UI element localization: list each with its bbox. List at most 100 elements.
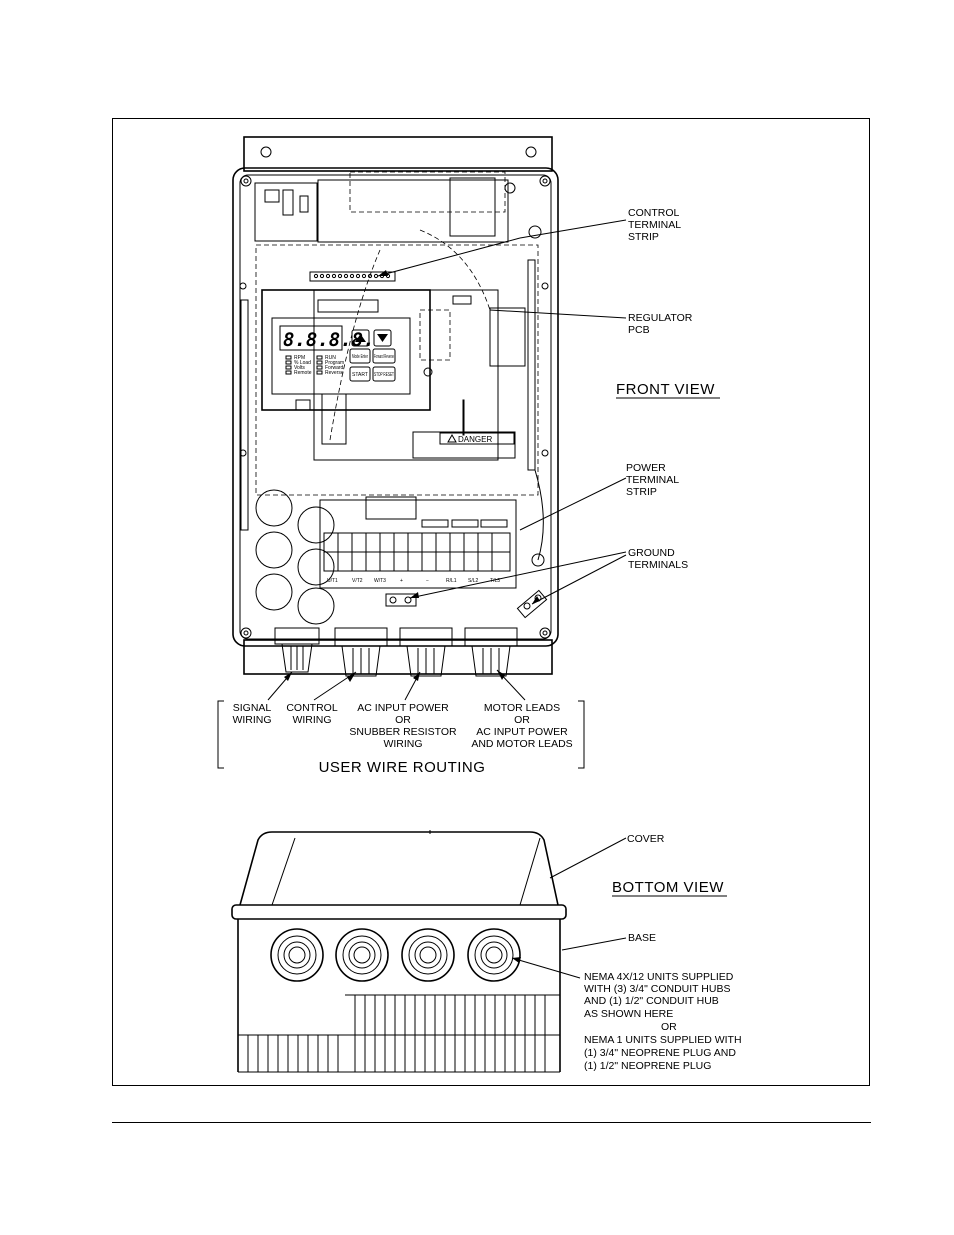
top-component-block [317, 179, 509, 243]
power-terminal-strip-callout: POWER TERMINAL STRIP [626, 462, 679, 498]
svg-text:GROUND: GROUND [628, 547, 675, 559]
arrow-icon [413, 672, 420, 681]
led-label: Program [325, 360, 344, 366]
led-label: RPM [294, 355, 305, 361]
routing-label: MOTOR LEADS [484, 702, 560, 714]
enclosure-inner-outline [239, 174, 552, 640]
led-label: Remote [294, 370, 312, 376]
callout-leaders [267, 219, 627, 701]
routing-label: SNUBBER RESISTOR [349, 726, 457, 738]
wire-routing-title: USER WIRE ROUTING [319, 759, 486, 776]
routing-label: WIRING [383, 738, 422, 750]
footer-rule [112, 1122, 871, 1123]
arrow-icon [512, 957, 521, 963]
arrow-icon [497, 670, 505, 680]
led-indicators-right: RUN Program Forward Reverse [316, 355, 344, 376]
enclosure-outline [232, 167, 559, 647]
keypad: 8.8.8.8. RPM % Load Volts Remote RUN Pro… [261, 289, 431, 445]
arrow-icon [532, 596, 540, 604]
svg-text:AS SHOWN HERE: AS SHOWN HERE [584, 1008, 673, 1020]
keypad-display [279, 325, 343, 351]
terminal-label: + [400, 578, 403, 584]
svg-text:WITH (3) 3/4" CONDUIT HUBS: WITH (3) 3/4" CONDUIT HUBS [584, 983, 730, 995]
mode-enter-key [349, 348, 371, 364]
svg-text:CONTROL: CONTROL [628, 207, 679, 219]
terminal-label: V/T2 [352, 578, 363, 584]
arrow-icon [347, 672, 356, 682]
bottom-view-title: BOTTOM VIEW [612, 879, 724, 896]
svg-text:PCB: PCB [628, 324, 650, 336]
terminal-labels: U/T1 V/T2 W/T3 + − R/L1 S/L2 T/L3 [327, 578, 500, 584]
routing-label: AC INPUT POWER [357, 702, 449, 714]
led-indicators-left: RPM % Load Volts Remote [285, 355, 312, 376]
ground-terminal [385, 593, 417, 607]
control-terminal-strip-callout: CONTROL TERMINAL STRIP [628, 207, 681, 243]
conduit-hub-ac-input [399, 627, 453, 677]
up-arrow-icon [355, 334, 366, 342]
stop-reset-key [372, 366, 396, 382]
corner-screw-icon [240, 175, 551, 639]
svg-text:OR: OR [661, 1021, 677, 1033]
mounting-hole-icon [525, 146, 537, 158]
ground-terminals-callout: GROUND TERMINALS [628, 547, 688, 571]
routing-label: SIGNAL [233, 702, 272, 714]
svg-text:TERMINAL: TERMINAL [626, 474, 679, 486]
right-bracket [578, 700, 585, 769]
svg-text:STRIP: STRIP [628, 231, 659, 243]
power-board [319, 499, 517, 589]
routing-label: WIRING [232, 714, 271, 726]
front-view-title: FRONT VIEW [616, 381, 715, 398]
danger-label-plate [412, 431, 516, 459]
bottom-view [231, 830, 627, 1073]
power-terminal-cells [324, 533, 510, 571]
routing-label: OR [514, 714, 530, 726]
svg-text:POWER: POWER [626, 462, 666, 474]
bottom-conduit-hub-icon [335, 928, 389, 982]
arrow-icon [284, 672, 292, 681]
bottom-conduit-hub-icon [401, 928, 455, 982]
forward-reverse-key [372, 348, 396, 364]
led-label: Reverse [325, 370, 344, 376]
cover-outline [239, 831, 559, 906]
top-mounting-flange [243, 136, 553, 172]
bottom-conduit-hub-icon [270, 928, 324, 982]
up-arrow-key [351, 329, 370, 347]
svg-text:(1) 3/4" NEOPRENE PLUG AND: (1) 3/4" NEOPRENE PLUG AND [584, 1047, 736, 1059]
arrow-icon [378, 270, 388, 276]
led-label: % Load [294, 360, 311, 366]
svg-text:STRIP: STRIP [626, 486, 657, 498]
control-terminal-strip [309, 271, 396, 282]
svg-text:TERMINALS: TERMINALS [628, 559, 688, 571]
mounting-hole-icon [260, 146, 272, 158]
danger-label: DANGER [458, 435, 492, 444]
routing-label: CONTROL [286, 702, 337, 714]
svg-text:REGULATOR: REGULATOR [628, 312, 693, 324]
control-terminal-pins [313, 273, 391, 279]
terminal-label: W/T3 [374, 578, 386, 584]
bottom-conduit-hub-icon [467, 928, 521, 982]
terminal-label: S/L2 [468, 578, 479, 584]
svg-text:NEMA 1 UNITS SUPPLIED WITH: NEMA 1 UNITS SUPPLIED WITH [584, 1034, 742, 1046]
terminal-label: U/T1 [327, 578, 338, 584]
svg-text:(1) 1/2" NEOPRENE PLUG: (1) 1/2" NEOPRENE PLUG [584, 1060, 711, 1072]
start-key [349, 366, 371, 382]
down-arrow-icon [377, 334, 388, 342]
svg-text:TERMINAL: TERMINAL [628, 219, 681, 231]
regulator-pcb-outline [255, 244, 539, 496]
cover-label: COVER [627, 833, 665, 845]
svg-text:NEMA 4X/12 UNITS SUPPLIED: NEMA 4X/12 UNITS SUPPLIED [584, 971, 734, 983]
nema-note: NEMA 4X/12 UNITS SUPPLIED WITH (3) 3/4" … [584, 971, 742, 1072]
terminal-label: T/L3 [490, 578, 500, 584]
note-leader [511, 957, 581, 979]
start-label: START [352, 372, 368, 378]
conduit-hub-motor [464, 627, 518, 677]
left-bracket [217, 700, 224, 769]
warning-icon [447, 433, 457, 443]
forward-reverse-label: Forward Reverse [374, 354, 394, 360]
user-wire-routing: SIGNAL WIRING CONTROL WIRING AC INPUT PO… [217, 700, 585, 776]
routing-label: AC INPUT POWER [476, 726, 568, 738]
ground-terminal [516, 589, 548, 619]
arrow-icon [410, 592, 419, 598]
left-rail [240, 299, 249, 531]
